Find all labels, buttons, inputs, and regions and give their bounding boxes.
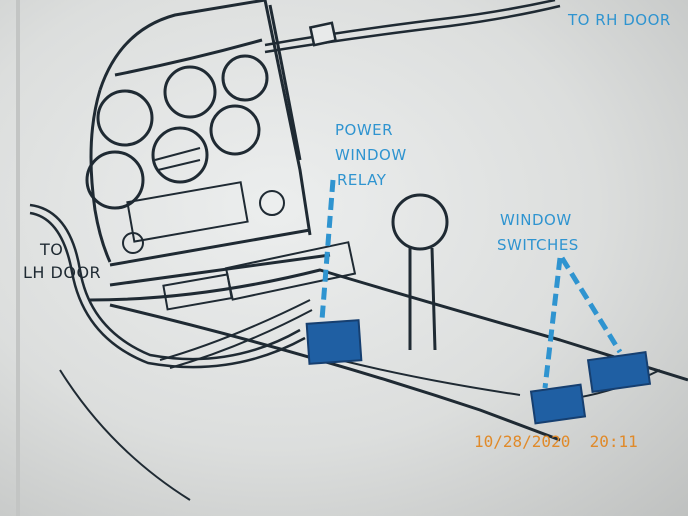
lh-door-harness [29,203,313,369]
window-switch-right [586,350,652,394]
rh-door-harness [264,0,561,54]
label-switches-line1: WINDOW [500,211,572,229]
label-relay-line2: WINDOW [335,146,407,164]
label-switches-line2: SWITCHES [497,236,579,254]
power-window-relay [305,319,363,365]
leader-lines [319,179,623,389]
label-to-rh-door: TO RH DOOR [567,11,671,29]
label-lh-line1: TO [39,240,63,259]
label-lh-line2: LH DOOR [23,263,101,282]
window-switch-left [529,383,587,425]
dashboard-outline [89,0,688,442]
label-relay-line1: POWER [335,121,393,139]
label-relay-line3: RELAY [337,171,387,189]
floor-arc [59,369,191,501]
gauge-cluster [85,54,357,311]
photo-timestamp: 10/28/2020 20:11 [474,432,638,451]
shifter [391,193,449,351]
